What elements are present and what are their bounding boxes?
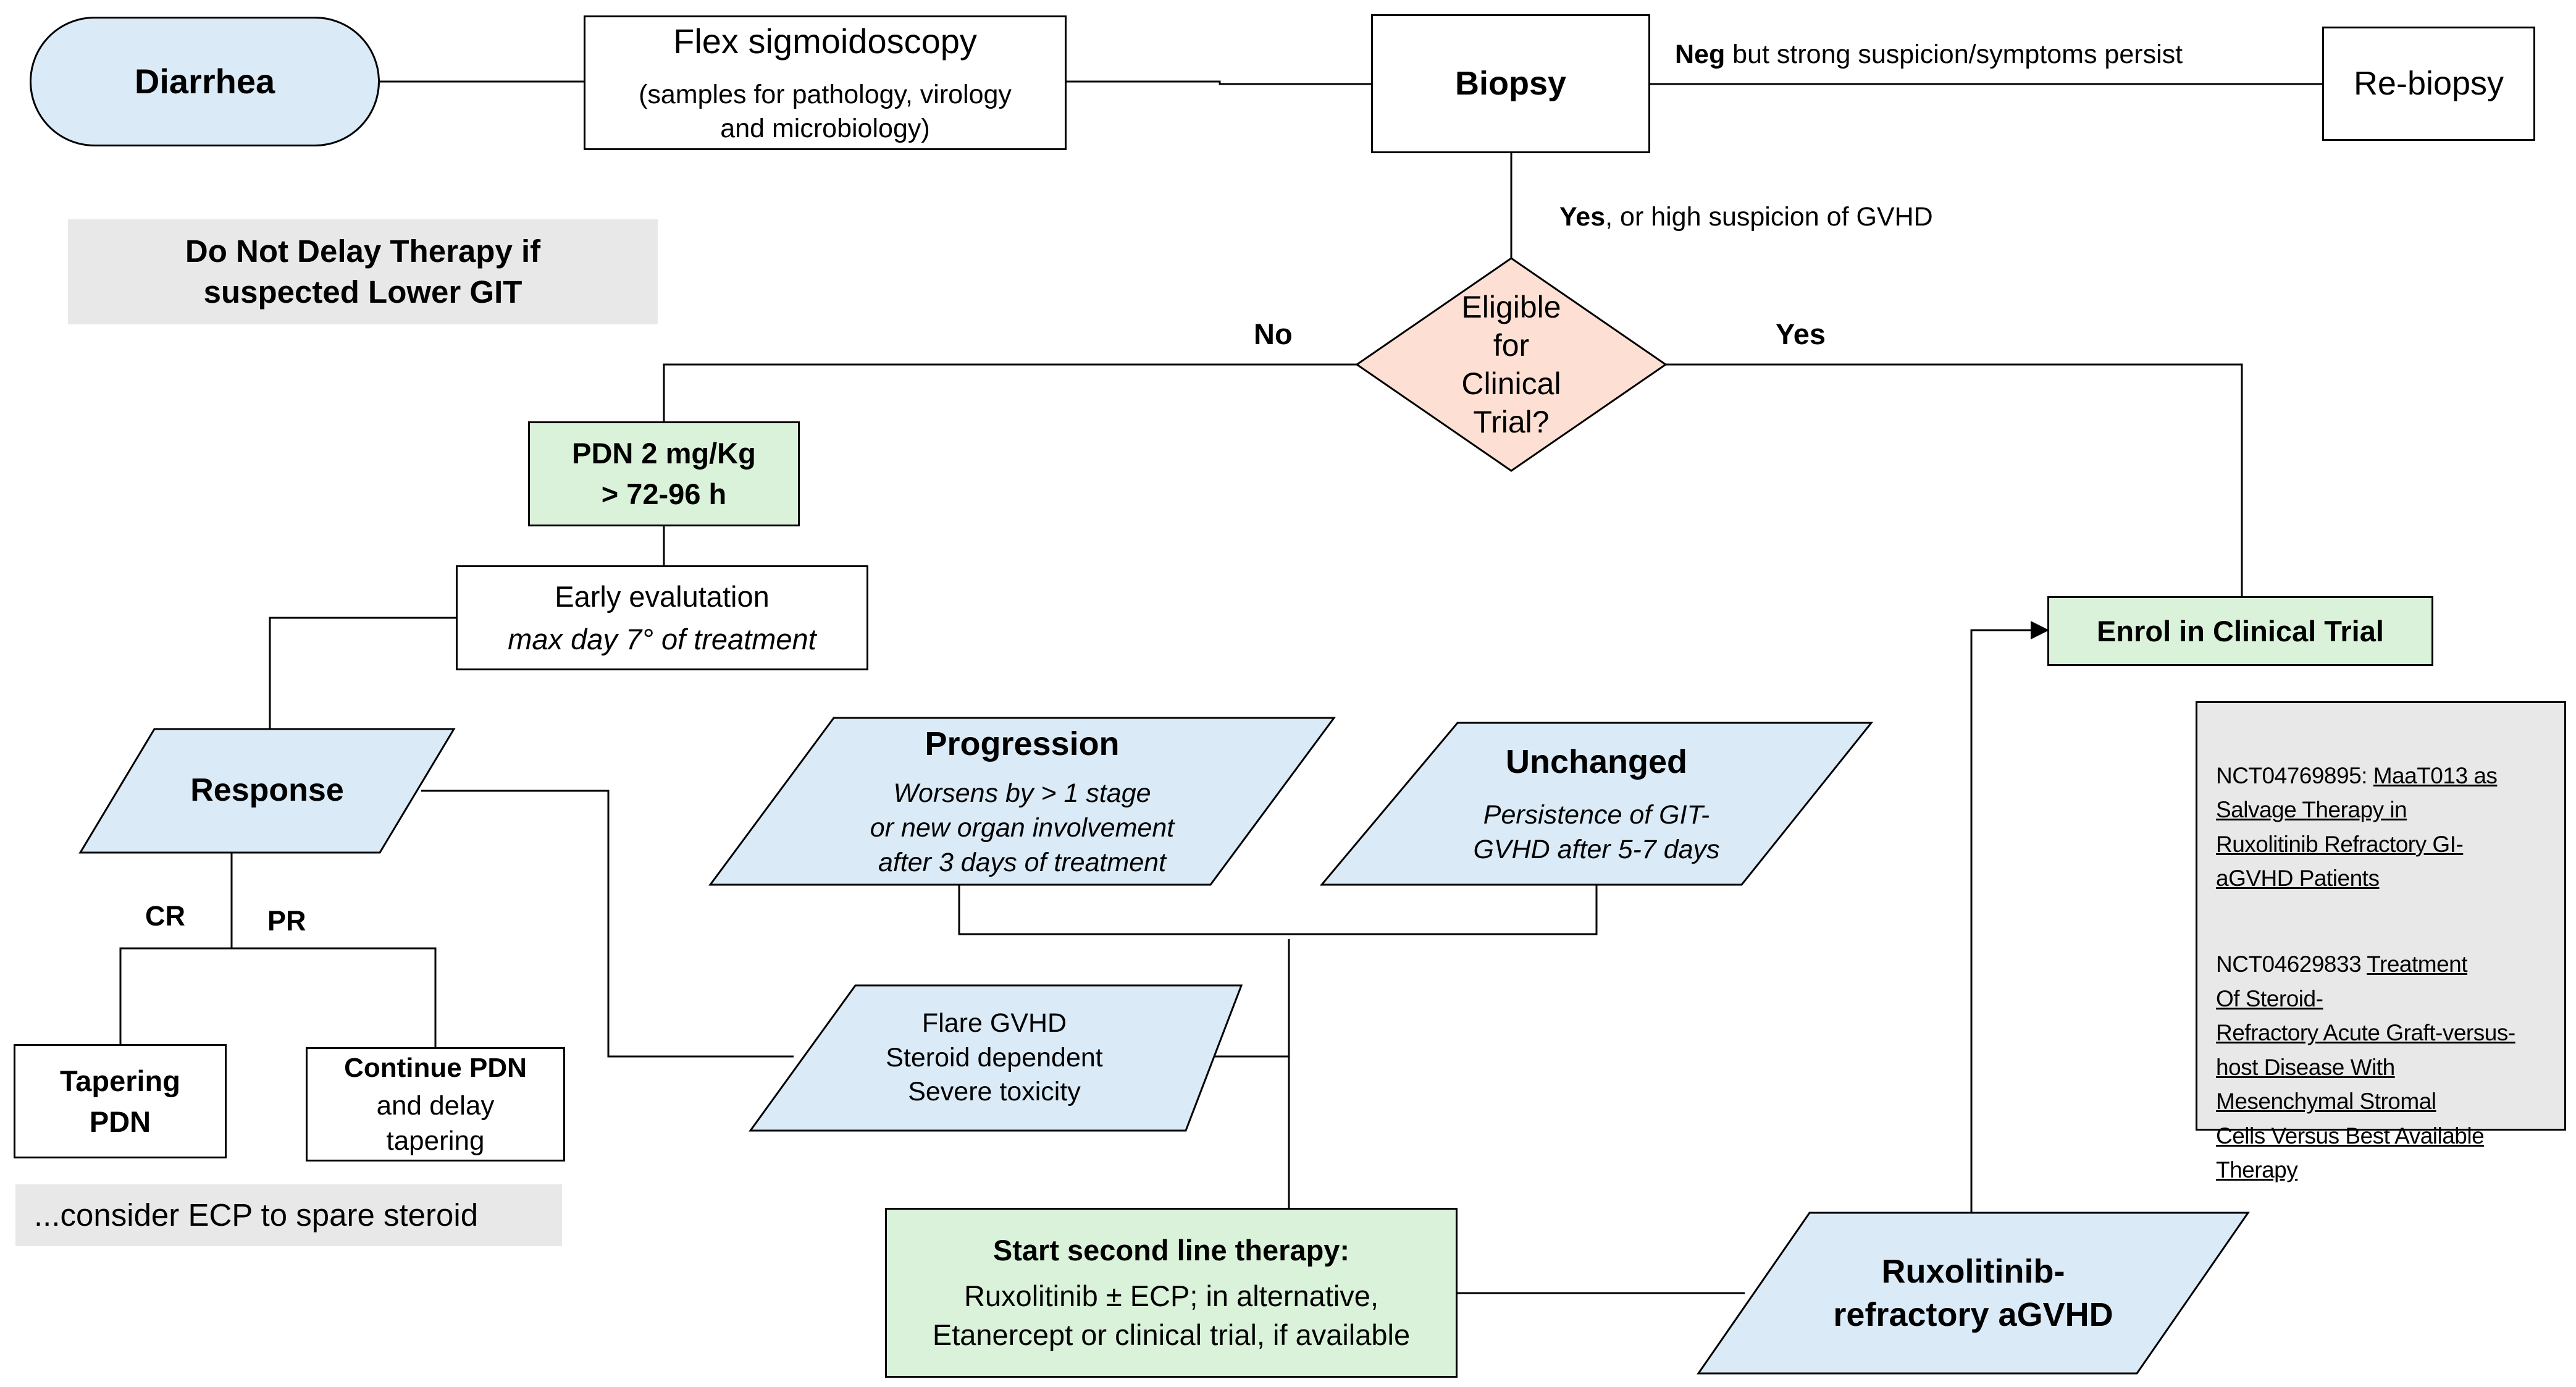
trial-2-id: NCT04629833 — [2216, 951, 2367, 977]
trial-1-id: NCT04769895: — [2216, 762, 2373, 788]
edge-response-cr-pr — [119, 853, 437, 1047]
do-not-delay-note: Do Not Delay Therapy if suspected Lower … — [68, 219, 658, 324]
flare-label: Flare GVHD Steroid dependent Severe toxi… — [886, 1008, 1103, 1107]
trial-1-link[interactable]: MaaT013 as Salvage Therapy in Ruxolitini… — [2216, 762, 2498, 892]
cr-edge-label: CR — [145, 900, 185, 932]
flex-sigmoidoscopy-node: Flex sigmoidoscopy (samples for patholog… — [584, 15, 1067, 150]
decision-label: Eligible for Clinical Trial? — [1461, 290, 1561, 439]
second-line-title: Start second line therapy: — [992, 1233, 1350, 1267]
trial-entry-1: NCT04769895: MaaT013 as Salvage Therapy … — [2216, 724, 2498, 896]
pdn-node: PDN 2 mg/Kg > 72-96 h — [528, 421, 800, 526]
yes-edge-label: Yes — [1776, 318, 1826, 350]
progression-desc: Worsens by > 1 stage or new organ involv… — [870, 778, 1175, 878]
early-eval-line1: Early evalutation — [555, 580, 770, 613]
progression-title: Progression — [925, 725, 1120, 763]
response-label: Response — [190, 772, 344, 809]
neg-edge-label-rest: but strong suspicion/symptoms persist — [1725, 40, 2183, 69]
unchanged-text-area: Unchanged Persistence of GIT- GVHD after… — [1390, 723, 1803, 885]
second-line-desc: Ruxolitinib ± ECP; in alternative, Etane… — [932, 1279, 1411, 1352]
ruxolitinib-text-area: Ruxolitinib- refractory aGVHD — [1754, 1213, 2192, 1373]
pr-edge-label: PR — [267, 905, 306, 937]
tapering-pdn-node: Tapering PDN — [14, 1044, 227, 1158]
ruxolitinib-label: Ruxolitinib- refractory aGVHD — [1833, 1252, 2113, 1333]
second-line-therapy-node: Start second line therapy: Ruxolitinib ±… — [885, 1208, 1458, 1378]
biopsy-label: Biopsy — [1454, 65, 1567, 103]
flare-parallelogram — [749, 984, 1243, 1132]
edge-decision-no-pdn — [663, 363, 1357, 421]
tapering-label: Tapering PDN — [60, 1064, 180, 1138]
trial-2-link[interactable]: Treatment Of Steroid- Refractory Acute G… — [2216, 951, 2515, 1183]
response-parallelogram — [78, 728, 456, 854]
continue-pdn-node: Continue PDN and delay tapering — [306, 1047, 565, 1161]
decision-diamond — [1355, 257, 1668, 472]
diarrhea-label: Diarrhea — [134, 61, 275, 101]
edge-early-eval-response — [269, 617, 456, 729]
flex-subtitle: (samples for pathology, virology and mic… — [639, 79, 1012, 144]
yes-suspicion-rest: , or high suspicion of GVHD — [1605, 202, 1933, 232]
unchanged-title: Unchanged — [1505, 743, 1688, 781]
enrol-label: Enrol in Clinical Trial — [2097, 614, 2384, 647]
progression-parallelogram — [708, 717, 1336, 886]
flex-title: Flex sigmoidoscopy — [673, 21, 977, 61]
consider-ecp-note: ...consider ECP to spare steroid — [15, 1184, 562, 1246]
neg-edge-label: Neg but strong suspicion/symptoms persis… — [1675, 41, 2183, 68]
clinical-trials-panel: NCT04769895: MaaT013 as Salvage Therapy … — [2196, 701, 2566, 1183]
continue-rest: and delay tapering — [376, 1090, 495, 1157]
flare-text-area: Flare GVHD Steroid dependent Severe toxi… — [803, 985, 1186, 1131]
yes-suspicion-edge-label: Yes, or high suspicion of GVHD — [1559, 204, 1933, 230]
rebiopsy-node: Re-biopsy — [2322, 27, 2535, 141]
continue-bold: Continue PDN — [344, 1052, 527, 1083]
do-not-delay-text: Do Not Delay Therapy if suspected Lower … — [185, 233, 541, 310]
edge-progression-unchanged-merge — [958, 885, 1598, 935]
ruxolitinib-parallelogram — [1697, 1212, 2250, 1375]
edge-decision-yes-enrol — [1666, 363, 2243, 596]
enrol-clinical-trial-node: Enrol in Clinical Trial — [2047, 596, 2433, 666]
no-edge-label: No — [1254, 318, 1293, 350]
progression-text-area: Progression Worsens by > 1 stage or new … — [772, 718, 1272, 885]
early-eval-line2: max day 7° of treatment — [508, 623, 816, 656]
consider-ecp-text: ...consider ECP to spare steroid — [34, 1197, 479, 1233]
diarrhea-start-node: Diarrhea — [30, 17, 380, 146]
unchanged-parallelogram — [1319, 722, 1874, 886]
pdn-label: PDN 2 mg/Kg > 72-96 h — [572, 437, 756, 510]
unchanged-desc: Persistence of GIT- GVHD after 5-7 days — [1473, 800, 1720, 865]
decision-text-area: Eligible for Clinical Trial? — [1388, 277, 1635, 452]
edge-response-flare — [421, 790, 794, 1058]
rebiopsy-label: Re-biopsy — [2353, 65, 2504, 103]
early-evaluation-node: Early evalutation max day 7° of treatmen… — [456, 565, 868, 670]
biopsy-node: Biopsy — [1371, 14, 1650, 153]
neg-edge-label-bold: Neg — [1675, 40, 1726, 69]
yes-suspicion-bold: Yes — [1559, 202, 1606, 232]
edge-flex-biopsy — [1067, 80, 1371, 85]
edge-rux-enrol — [1970, 621, 2049, 1213]
trial-entry-2: NCT04629833 Treatment Of Steroid- Refrac… — [2216, 913, 2515, 1187]
response-text-area: Response — [117, 729, 417, 853]
